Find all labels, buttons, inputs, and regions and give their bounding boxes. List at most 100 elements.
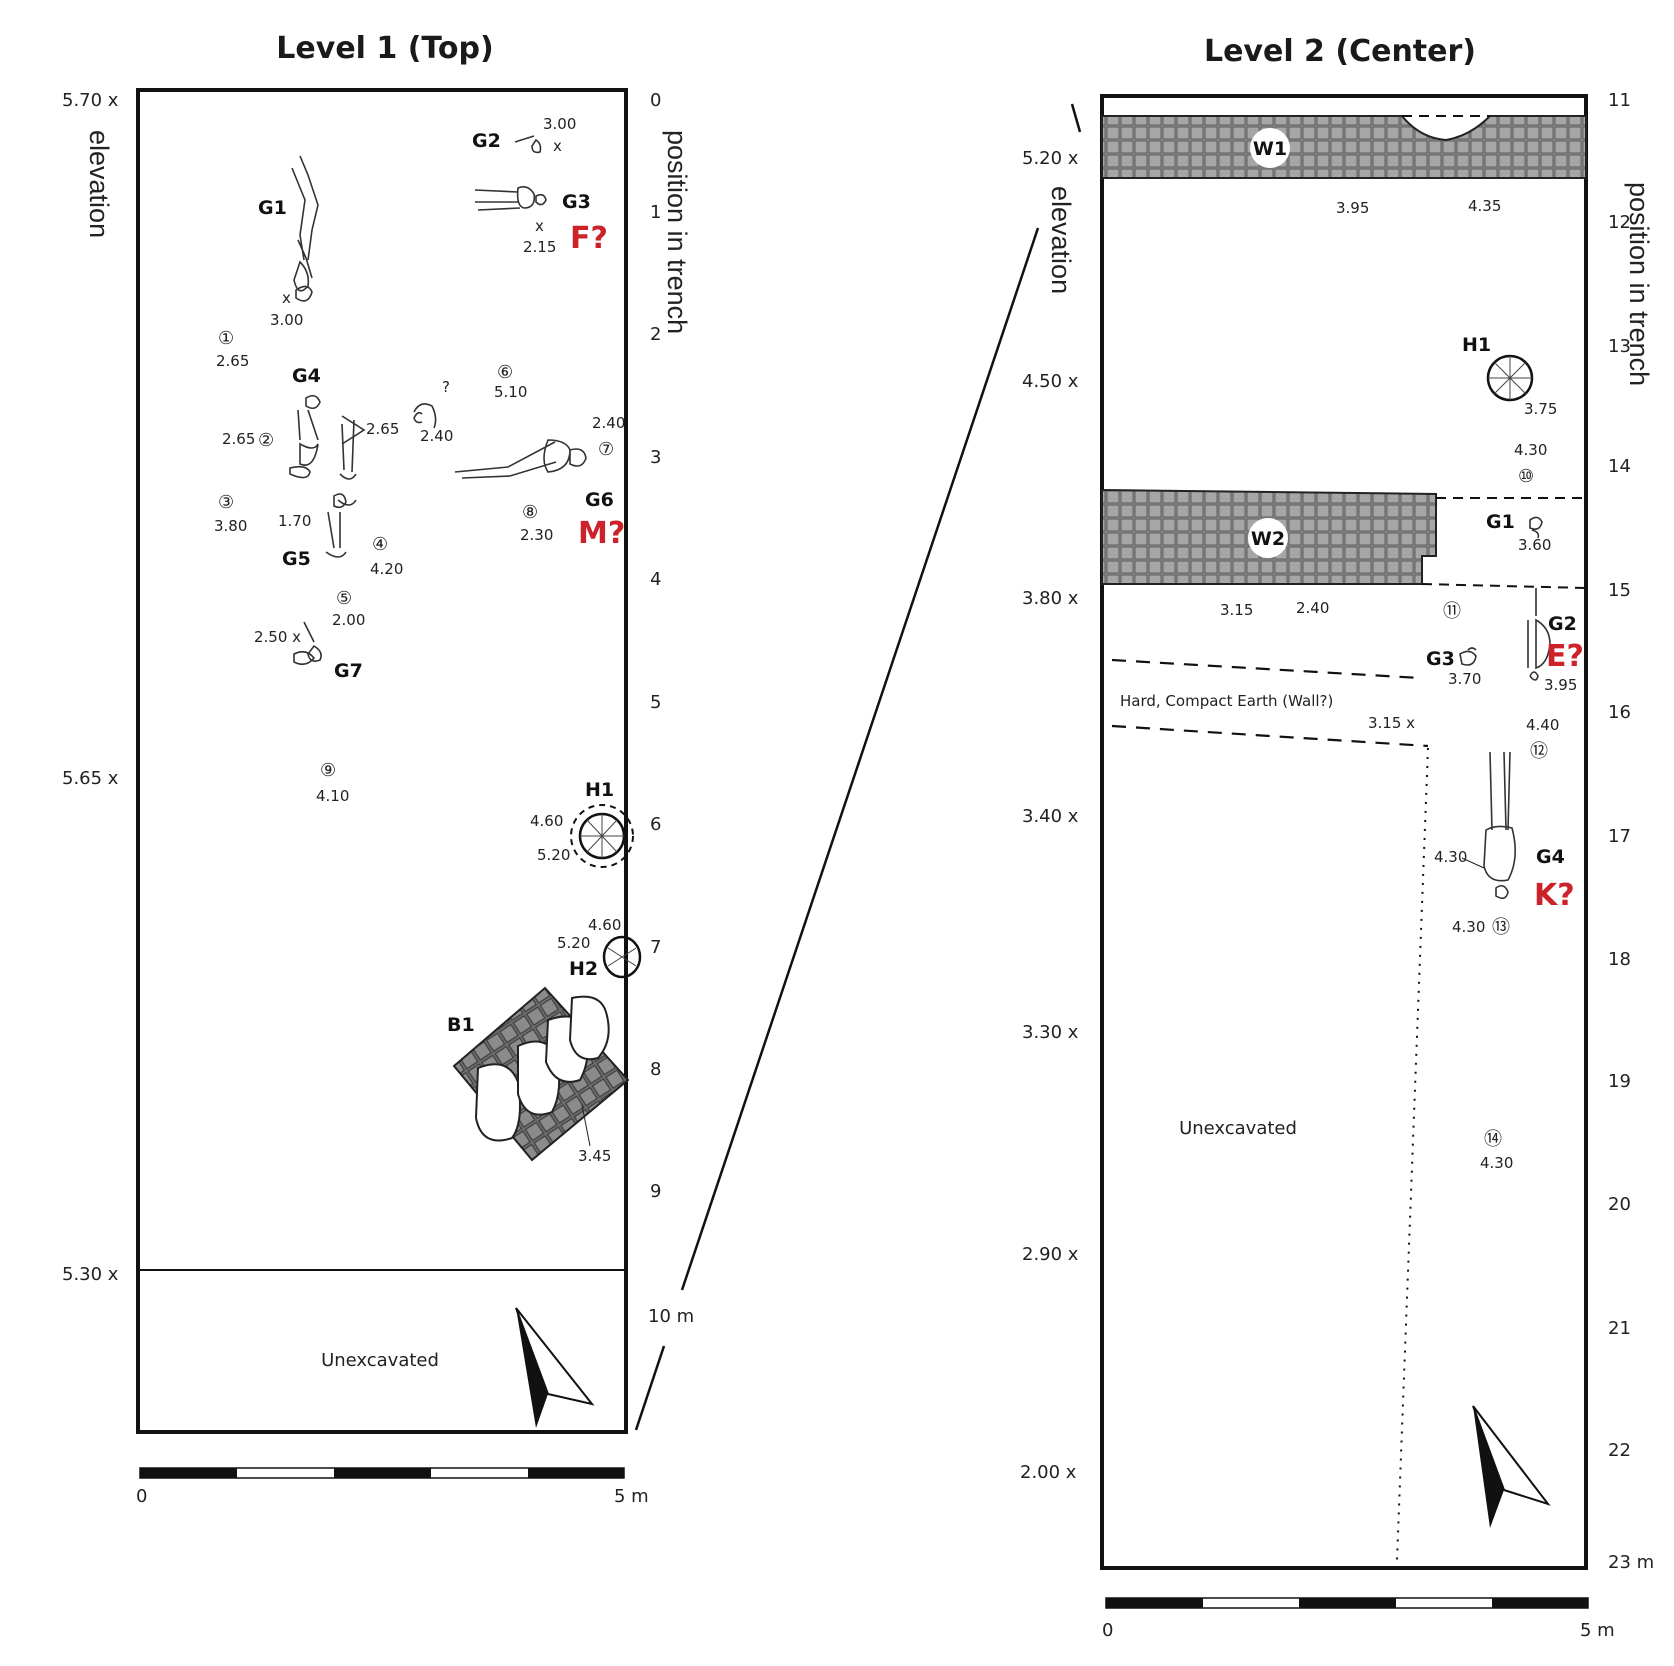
pos-tick: 18 [1608,949,1631,970]
grave-g6: 2.40 ⑦ G6 ⑧ 2.30 M? [454,414,625,551]
g1-label: G1 [1486,511,1515,533]
hard-earth-label: Hard, Compact Earth (Wall?) [1120,692,1333,710]
grave-g2: G2 3.00 x [472,115,576,155]
level1-panel: Level 1 (Top) Unexcavated elevation 5.70… [62,31,694,1507]
sex-g6: M? [578,516,625,551]
value: 3.70 [1448,670,1481,688]
sex-g2: E? [1546,639,1584,674]
g2-label: G2 [472,130,501,152]
g4-label: G4 [292,365,321,387]
point-2: ② [258,430,274,451]
connector-lines [634,103,1082,1431]
elev-tick: 3.40 x [1022,806,1079,827]
value: 4.60 [588,916,621,934]
level1-position-label: position in trench [662,130,692,334]
point-14: ⑭ [1484,1129,1502,1150]
sex-g4: K? [1534,878,1575,913]
h1-label: H1 [1462,334,1491,356]
scale-end: 5 m [1580,1620,1615,1641]
level2-unexcavated-label: Unexcavated [1179,1118,1297,1139]
value: 5.20 [557,934,590,952]
elev-tick: 4.50 x [1022,371,1079,392]
h1-label: H1 [585,779,614,801]
grave-g4-level2: 4.30 G4 K? [1434,751,1575,913]
level1-elev-tick-2: 5.30 x [62,1264,119,1285]
level2-panel: Level 2 (Center) elevation 5.20 x 4.50 x… [1020,34,1654,1641]
level2-title: Level 2 (Center) [1204,34,1476,69]
point-7: ⑦ [598,439,614,460]
grave-g4: G4 2.65 ② 2.65 ? 2.40 [222,365,453,506]
g2-label: G2 [1548,613,1577,635]
value: 2.65 [216,352,249,370]
value: 2.50 x [254,628,301,646]
point-5: ⑤ [336,588,352,609]
value: 2.65 [366,420,399,438]
value: 4.30 [1480,1154,1513,1172]
point-3: ③ [218,492,234,513]
point-8: ⑧ [522,502,538,523]
value: x [535,217,544,235]
value: 5.20 [537,846,570,864]
value: 2.65 [222,430,255,448]
point-4: ④ [372,534,388,555]
value: 2.15 [523,238,556,256]
grave-g3: G3 x 2.15 F? [474,186,608,256]
scale-end: 5 m [614,1486,649,1507]
grave-g3-level2: G3 3.70 [1426,647,1481,688]
grave-g7: 2.50 x G7 [254,621,363,682]
grave-g1-level2: G1 3.60 [1486,511,1551,554]
grave-g1: G1 x 3.00 [258,155,319,329]
value: 4.35 [1468,197,1501,215]
g6-label: G6 [585,489,614,511]
level1-title: Level 1 (Top) [276,31,493,66]
burial-b1: B1 3.45 [447,986,630,1165]
level1-trench-outline [136,88,628,1434]
scale-start: 0 [136,1486,147,1507]
value: 3.00 [543,115,576,133]
pos-tick: 15 [1608,580,1631,601]
pos-tick: 13 [1608,336,1631,357]
point-11: ⑪ [1443,601,1461,622]
value: 3.45 [578,1147,611,1165]
value: 4.30 [1452,918,1485,936]
level2-position-label: position in trench [1624,182,1654,386]
pos-tick: 6 [650,814,661,835]
pos-tick: 19 [1608,1071,1631,1092]
level1-unexcavated-label: Unexcavated [321,1350,439,1371]
level1-scale-bar: 0 5 m [136,1467,649,1507]
hole-h1-level2: H1 3.75 [1462,334,1557,418]
b1-label: B1 [447,1014,475,1036]
pos-tick: 0 [650,90,661,111]
w1-label: W1 [1253,138,1287,160]
pos-tick: 1 [650,202,661,223]
value: 5.10 [494,383,527,401]
pos-tick: 5 [650,692,661,713]
level2-elevation-ticks: 5.20 x 4.50 x 3.80 x 3.40 x 3.30 x 2.90 … [1020,148,1079,1483]
elev-tick: 5.20 x [1022,148,1079,169]
elev-tick: 3.30 x [1022,1022,1079,1043]
pos-tick: 16 [1608,702,1631,723]
sex-g3: F? [570,221,608,256]
w2-label: W2 [1251,528,1285,550]
elev-tick: 3.80 x [1022,588,1079,609]
value: x [553,137,562,155]
point-1: ① [218,328,234,349]
value: 3.95 [1544,676,1577,694]
value: 2.40 [420,427,453,445]
value: 4.60 [530,812,563,830]
g1-label: G1 [258,197,287,219]
pos-tick: 22 [1608,1440,1631,1461]
point-12: ⑫ [1530,741,1548,762]
level2-elevation-label: elevation [1046,186,1076,294]
value: 3.60 [1518,536,1551,554]
pos-tick: 3 [650,447,661,468]
pos-tick: 7 [650,937,661,958]
pos-tick: 17 [1608,826,1631,847]
value: 2.40 [1296,599,1329,617]
level1-elev-tick-0: 5.70 x [62,90,119,111]
value: 3.95 [1336,199,1369,217]
pos-tick: 10 m [648,1306,694,1327]
hole-h1: H1 4.60 5.20 [530,779,634,868]
h2-label: H2 [569,958,598,980]
